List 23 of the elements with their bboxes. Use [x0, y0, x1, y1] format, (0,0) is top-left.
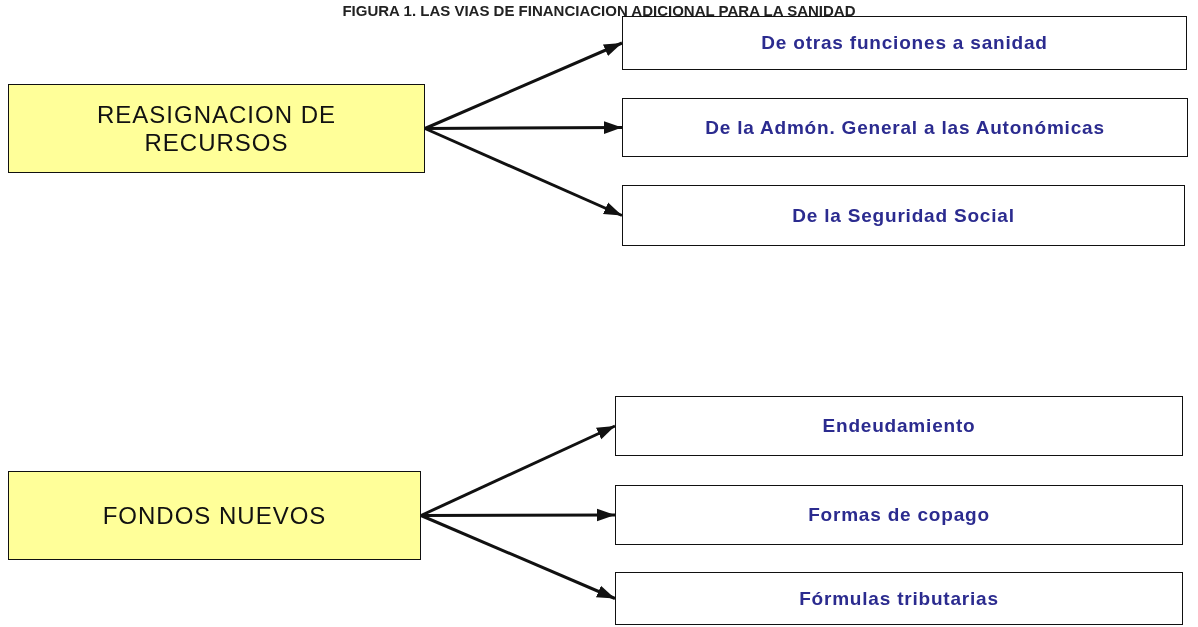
option-box — [622, 16, 1187, 70]
category-box — [8, 84, 425, 173]
figure-title: FIGURA 1. LAS VIAS DE FINANCIACION ADICIONAL PARA LA SANIDAD — [341, 2, 857, 19]
option-box — [615, 485, 1183, 545]
box-label: FONDOS NUEVOS — [101, 501, 328, 530]
box-label: Fórmulas tributarias — [799, 587, 999, 610]
arrow — [421, 508, 615, 522]
box-label: Endeudamiento — [822, 415, 976, 437]
option-box — [622, 185, 1185, 246]
arrow — [424, 127, 623, 217]
arrow — [424, 41, 623, 130]
arrow — [420, 424, 616, 517]
option-box — [615, 396, 1183, 456]
box-label: De la Seguridad Social — [792, 204, 1015, 227]
box-label: De la Admón. General a las Autonómicas — [705, 116, 1105, 139]
arrow — [425, 121, 622, 134]
option-box — [615, 572, 1183, 625]
category-box — [8, 471, 421, 560]
option-box — [622, 98, 1188, 157]
box-label: Formas de copago — [808, 504, 990, 526]
box-label: De otras funciones a sanidad — [761, 32, 1048, 54]
box-label: REASIGNACION DE RECURSOS — [95, 100, 337, 157]
arrow — [420, 514, 616, 600]
